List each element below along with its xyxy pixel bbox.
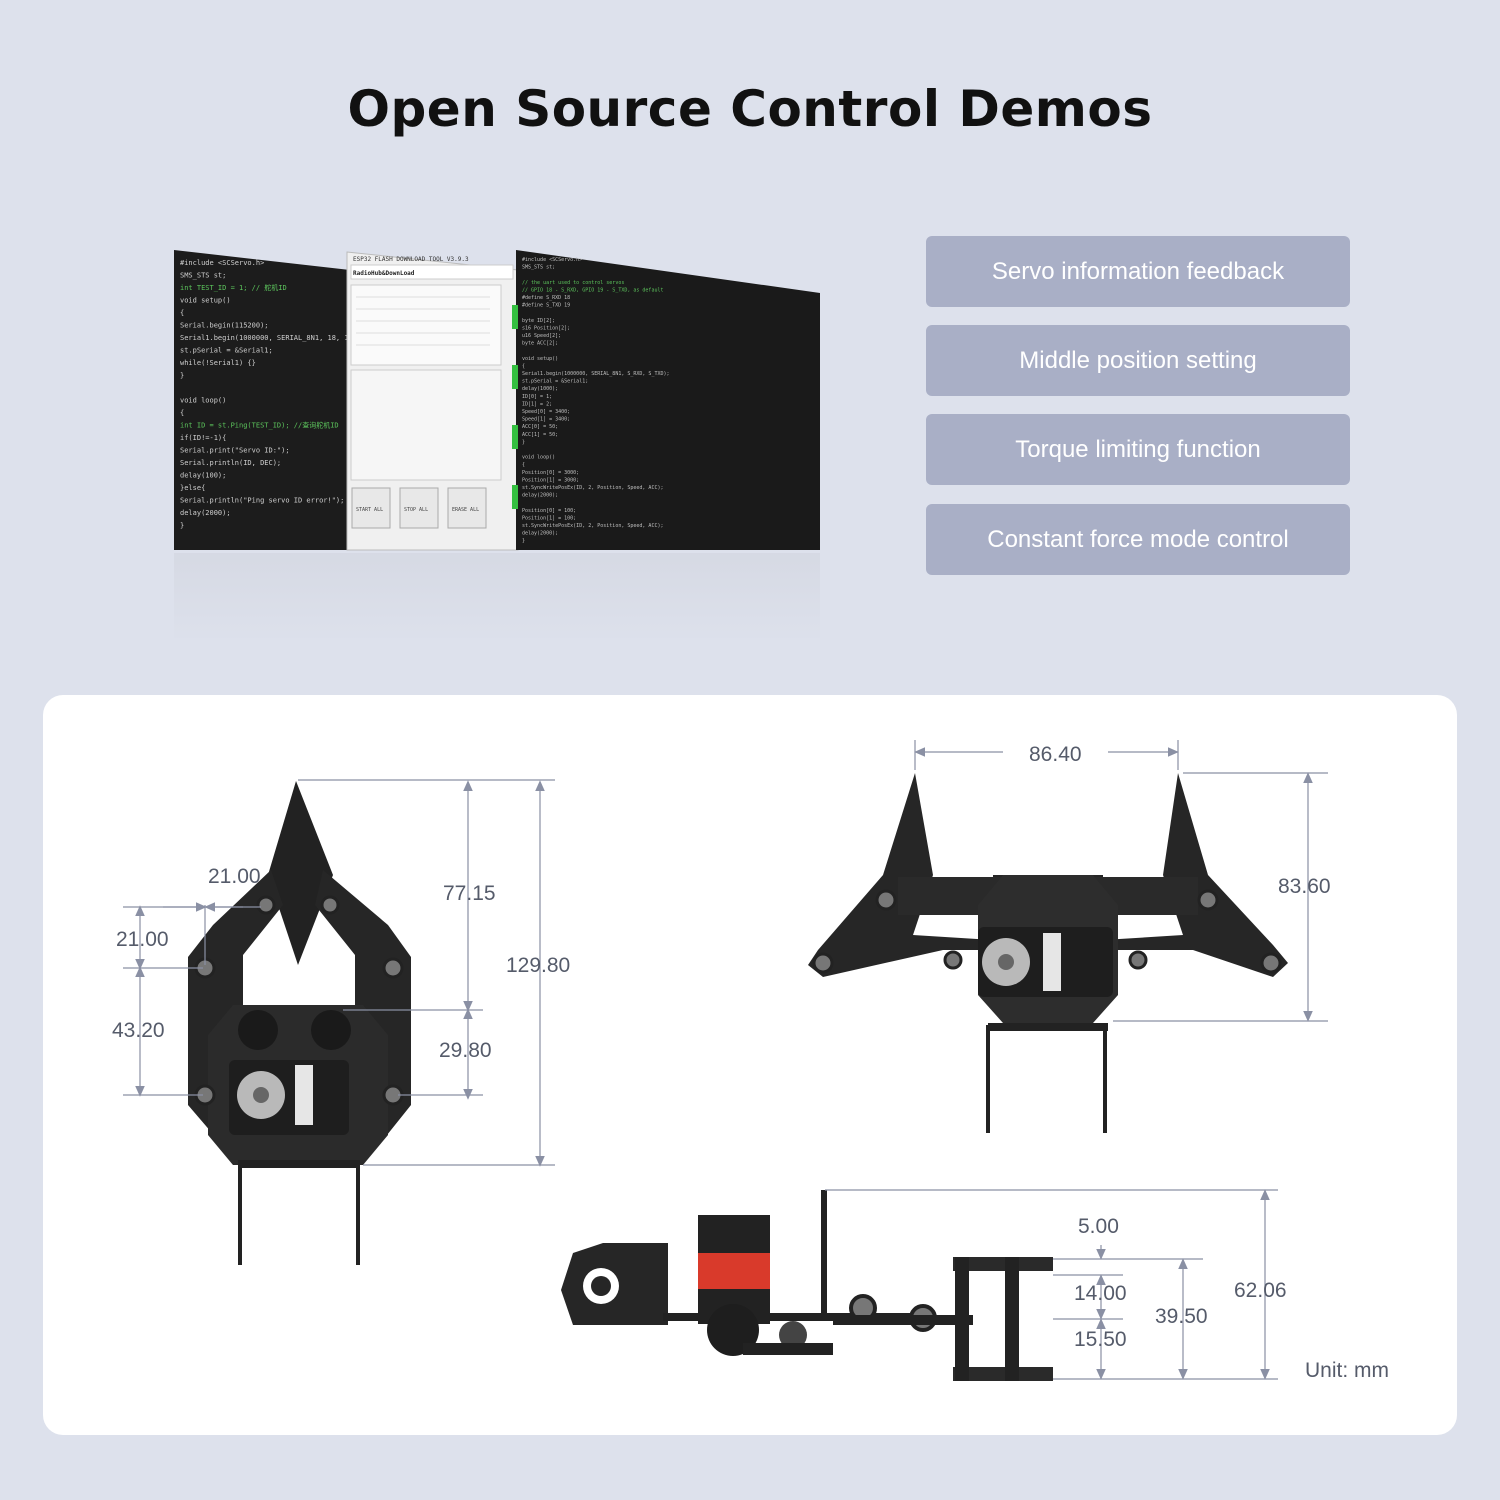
side-view-gripper bbox=[561, 1190, 1053, 1381]
code-line: void setup() bbox=[180, 297, 231, 305]
demo-screenshots: #include <SCServo.h> SMS_STS st; int TEST_… bbox=[170, 245, 830, 645]
dim-side-lower: 15.50 bbox=[1074, 1328, 1127, 1351]
dim-front-hole-offset: 21.00 bbox=[208, 865, 261, 888]
feature-constant-force: Constant force mode control bbox=[926, 504, 1350, 575]
code-line: Serial.print("Servo ID:"); bbox=[180, 447, 290, 455]
code-line: Serial1.begin(1000000, SERIAL_8N1, S_RXD… bbox=[522, 371, 670, 377]
code-line: SMS_STS st; bbox=[180, 272, 226, 280]
dim-side-thickness: 5.00 bbox=[1078, 1215, 1119, 1238]
code-line: delay(2000); bbox=[522, 493, 558, 499]
tool-button bbox=[447, 487, 487, 529]
code-line: void setup() bbox=[522, 356, 558, 362]
code-line: void loop() bbox=[522, 455, 555, 461]
front-view-gripper bbox=[188, 781, 411, 1265]
feature-torque-limiting: Torque limiting function bbox=[926, 414, 1350, 485]
code-line: } bbox=[522, 439, 525, 445]
dim-side-upper: 14.00 bbox=[1074, 1282, 1127, 1305]
top-view-gripper bbox=[808, 773, 1288, 1133]
code-line: { bbox=[522, 462, 525, 468]
code-line: u16 Speed[2]; bbox=[522, 333, 561, 339]
code-line: Serial.println(ID, DEC); bbox=[180, 459, 281, 467]
code-line: Speed[0] = 3400; bbox=[522, 409, 570, 415]
dimension-panel: 21.00 21.00 43.20 77.15 29.80 129.80 86.… bbox=[43, 695, 1457, 1435]
dim-side-total-height: 62.06 bbox=[1234, 1279, 1287, 1302]
code-line: while(!Serial1) {} bbox=[180, 359, 256, 367]
dim-front-hole-spacing: 21.00 bbox=[116, 928, 169, 951]
code-line: st.SyncWritePosEx(ID, 2, Position, Speed… bbox=[522, 523, 663, 529]
code-window-right bbox=[516, 250, 820, 550]
code-line: } bbox=[522, 538, 525, 544]
code-line: // GPIO 18 - S_RXD, GPIO 19 - S_TXD, as … bbox=[522, 287, 663, 293]
code-line: #define S_RXD 18 bbox=[522, 295, 570, 301]
code-line: st.pSerial = &Serial1; bbox=[180, 347, 273, 355]
dim-front-servo-height: 29.80 bbox=[439, 1039, 492, 1062]
dim-front-upper-height: 77.15 bbox=[443, 882, 496, 905]
code-line: byte ACC[2]; bbox=[522, 341, 558, 347]
feature-middle-position: Middle position setting bbox=[926, 325, 1350, 396]
svg-text:ESP32 FLASH DOWNLOAD TOOL V3.9: ESP32 FLASH DOWNLOAD TOOL V3.9.3 bbox=[353, 256, 469, 263]
tool-button bbox=[351, 487, 391, 529]
code-line: if(ID!=-1){ bbox=[180, 434, 226, 442]
demo-screens-graphic: #include <SCServo.h> SMS_STS st; int TEST_… bbox=[174, 250, 820, 645]
code-line: Serial1.begin(1000000, SERIAL_8N1, 18, 1… bbox=[180, 334, 361, 342]
dim-top-height: 83.60 bbox=[1278, 875, 1331, 898]
dim-side-jaw-height: 39.50 bbox=[1155, 1305, 1208, 1328]
code-line: { bbox=[180, 309, 184, 317]
code-line: ACC[1] = 50; bbox=[522, 432, 558, 438]
code-line: Serial.begin(115200); bbox=[180, 322, 269, 330]
code-line: { bbox=[522, 363, 525, 369]
dim-front-lower-spacing: 43.20 bbox=[112, 1019, 165, 1042]
code-line: st.pSerial = &Serial1; bbox=[522, 379, 588, 385]
code-line: } bbox=[180, 372, 184, 380]
code-line: void loop() bbox=[180, 397, 226, 405]
feature-servo-feedback: Servo information feedback bbox=[926, 236, 1350, 307]
code-line: delay(2000); bbox=[522, 531, 558, 537]
code-line: ID[1] = 2; bbox=[522, 401, 552, 407]
gripper-drawings bbox=[123, 740, 1328, 1381]
code-line: { bbox=[180, 409, 184, 417]
code-line: delay(2000); bbox=[180, 509, 231, 517]
code-line: Position[0] = 100; bbox=[522, 508, 576, 514]
svg-text:RadioHub&DownLoad: RadioHub&DownLoad bbox=[353, 270, 415, 277]
code-line: ACC[0] = 50; bbox=[522, 424, 558, 430]
code-line: delay(100); bbox=[180, 472, 226, 480]
code-line: #define S_TXD 19 bbox=[522, 303, 570, 309]
page-title: Open Source Control Demos bbox=[347, 80, 1153, 138]
code-line: }else{ bbox=[180, 484, 205, 492]
code-line: Serial.println("Ping servo ID error!"); bbox=[180, 497, 344, 505]
code-line: byte ID[2]; bbox=[522, 318, 555, 324]
code-line: SMS_STS st; bbox=[522, 265, 555, 271]
code-line: #include <SCServo.h> bbox=[522, 257, 582, 263]
code-line: #include <SCServo.h> bbox=[180, 259, 264, 267]
code-line: ID[0] = 1; bbox=[522, 394, 552, 400]
flash-tool-list bbox=[350, 284, 502, 366]
code-line: Position[1] = 3000; bbox=[522, 477, 579, 483]
code-line: int ID = st.Ping(TEST_ID); //查询舵机ID bbox=[180, 421, 339, 430]
code-line: } bbox=[180, 522, 184, 530]
unit-label: Unit: mm bbox=[1305, 1359, 1389, 1382]
code-line: Speed[1] = 3400; bbox=[522, 417, 570, 423]
spi-config-box bbox=[350, 369, 502, 481]
tool-button bbox=[399, 487, 439, 529]
tool-button-label: STOP ALL bbox=[404, 507, 428, 513]
code-line: st.SyncWritePosEx(ID, 2, Position, Speed… bbox=[522, 485, 663, 491]
code-line: s16 Position[2]; bbox=[522, 325, 570, 331]
code-line: delay(1000); bbox=[522, 386, 558, 392]
code-line: Position[0] = 3000; bbox=[522, 470, 579, 476]
dim-front-total-height: 129.80 bbox=[506, 954, 571, 977]
tool-button-label: ERASE ALL bbox=[452, 507, 479, 513]
code-line: // the uart used to control servos bbox=[522, 280, 624, 286]
code-line: int TEST_ID = 1; // 舵机ID bbox=[180, 283, 287, 292]
code-line: Position[1] = 100; bbox=[522, 515, 576, 521]
tool-button-label: START ALL bbox=[356, 507, 383, 513]
dim-top-width: 86.40 bbox=[1029, 743, 1082, 766]
code-window-left bbox=[174, 250, 350, 550]
servo-red-band bbox=[698, 1253, 770, 1291]
